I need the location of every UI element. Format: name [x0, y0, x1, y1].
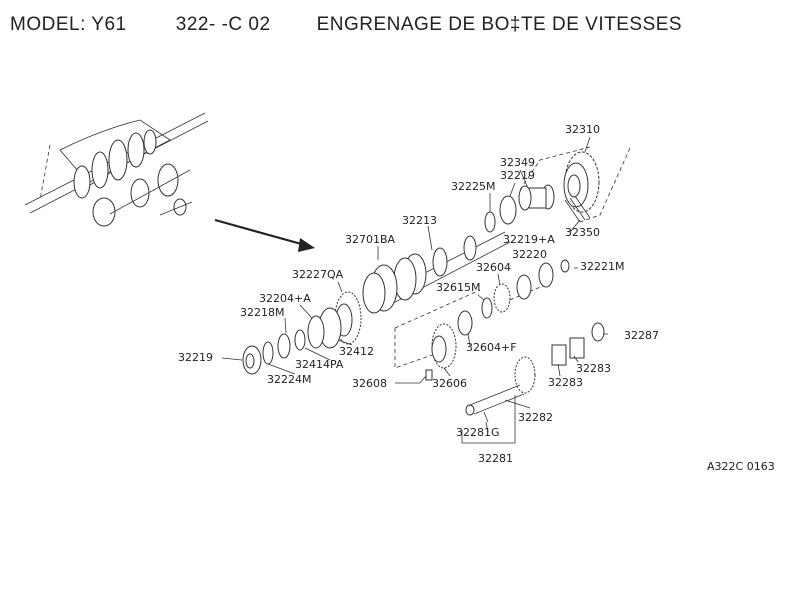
label-32219-upper: 32219	[500, 169, 535, 182]
bearing-32283-left	[551, 344, 567, 366]
label-32412: 32412	[339, 345, 374, 358]
pin-32281G	[483, 411, 489, 423]
label-32204A: 32204+A	[259, 292, 311, 305]
label-32221M: 32221M	[580, 260, 624, 273]
gearbox-overview-illustration	[24, 112, 209, 227]
page-header: MODEL: Y61 322- -C 02 ENGRENAGE DE BO‡TE…	[10, 14, 682, 36]
label-32604: 32604	[476, 261, 511, 274]
gear-32282	[514, 356, 536, 394]
label-32282: 32282	[518, 411, 553, 424]
label-32281: 32281	[478, 452, 513, 465]
clip-32221M	[560, 259, 570, 273]
main-shaft-32213	[362, 231, 511, 314]
gear-32310	[563, 151, 600, 213]
bearing-32604F	[457, 310, 473, 336]
page-title: ENGRENAGE DE BO‡TE DE VITESSES	[316, 14, 683, 35]
group-code: 322- -C 02	[175, 14, 271, 35]
label-32608: 32608	[352, 377, 387, 390]
label-32225M: 32225M	[451, 180, 495, 193]
label-32310: 32310	[565, 123, 600, 136]
label-32701BA: 32701BA	[345, 233, 396, 246]
label-32220: 32220	[512, 248, 547, 261]
label-32606: 32606	[432, 377, 467, 390]
ring-32349	[518, 184, 555, 211]
ring-32225M	[484, 211, 496, 233]
label-32615M: 32615M	[436, 281, 480, 294]
label-32287: 32287	[624, 329, 659, 342]
label-32219-lower: 32219	[178, 351, 213, 364]
label-32227QA: 32227QA	[292, 268, 344, 281]
washer-32224M	[262, 341, 274, 365]
bearing-32283-right	[569, 337, 585, 359]
bearing-32219A	[538, 262, 554, 288]
label-32224M: 32224M	[267, 373, 311, 386]
label-32283-left: 32283	[548, 376, 583, 389]
pointer-arrow	[214, 218, 315, 252]
ring-32218M	[277, 333, 291, 359]
label-32219A: 32219+A	[503, 233, 555, 246]
model-label: MODEL: Y61	[10, 14, 127, 35]
label-32213: 32213	[402, 214, 437, 227]
sleeve-32606	[431, 323, 457, 369]
needle-bearing-32350	[564, 195, 591, 223]
hub-32604	[493, 283, 511, 313]
label-32283-right: 32283	[576, 362, 611, 375]
bearing-32219-lower-inner	[245, 353, 255, 369]
ring-32615M	[481, 297, 493, 319]
washer-32287	[591, 322, 605, 342]
clip-32414PA	[294, 329, 306, 351]
label-32281G: 32281G	[456, 426, 500, 439]
bearing-32204A	[307, 315, 325, 349]
figure-code: A322C 0163	[707, 460, 775, 473]
key-32608	[425, 369, 433, 381]
ring-32220	[516, 274, 532, 300]
bearing-32219-upper	[499, 195, 517, 225]
label-32350: 32350	[565, 226, 600, 239]
shaft-32281	[465, 384, 525, 416]
label-32349: 32349	[500, 156, 535, 169]
label-32414PA: 32414PA	[295, 358, 344, 371]
label-32604F: 32604+F	[466, 341, 517, 354]
label-32218M: 32218M	[240, 306, 284, 319]
